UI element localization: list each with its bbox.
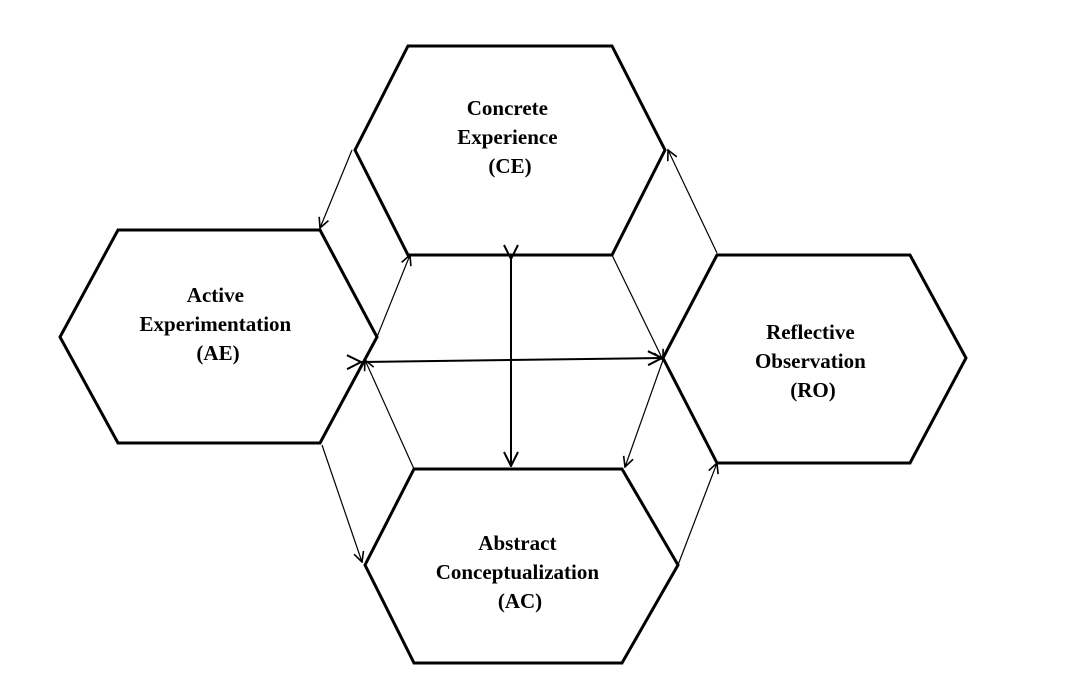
ae-label-line-2: Experimentation: [140, 312, 292, 336]
ro-label-line-3: (RO): [790, 378, 836, 402]
ae-label: Active Experimentation (AE): [140, 283, 297, 365]
ce-label: Concrete Experience (CE): [457, 96, 563, 178]
ro-label-line-2: Observation: [755, 349, 866, 373]
ro-label-line-1: Reflective: [766, 320, 855, 344]
arrow-ro-to-ac-inner: [625, 359, 664, 467]
ac-hexagon: [363, 467, 680, 665]
ac-label-line-3: (AC): [498, 589, 542, 613]
ae-label-line-3: (AE): [196, 341, 239, 365]
arrow-ro-to-ce: [668, 150, 718, 254]
arrow-ae-to-ac: [321, 444, 362, 562]
arrow-ce-to-ro-inner: [611, 254, 663, 360]
ce-label-line-3: (CE): [488, 154, 531, 178]
arrow-ce-to-ae: [320, 149, 353, 228]
ce-label-line-1: Concrete: [467, 96, 548, 120]
axis-ae-ro: [361, 358, 662, 362]
ce-hexagon: [353, 44, 667, 257]
ae-label-line-1: Active: [187, 283, 244, 307]
ro-label: Reflective Observation (RO): [755, 320, 871, 402]
arrow-ae-to-ce-inner: [376, 255, 410, 338]
ac-label-line-1: Abstract: [478, 531, 556, 555]
ce-label-line-2: Experience: [457, 125, 557, 149]
ac-label-line-2: Conceptualization: [436, 560, 600, 584]
arrow-ac-to-ro: [677, 463, 717, 566]
ac-label: Abstract Conceptualization (AC): [436, 531, 605, 613]
ae-hexagon: [58, 228, 379, 445]
arrow-ac-to-ae-inner: [365, 360, 415, 470]
